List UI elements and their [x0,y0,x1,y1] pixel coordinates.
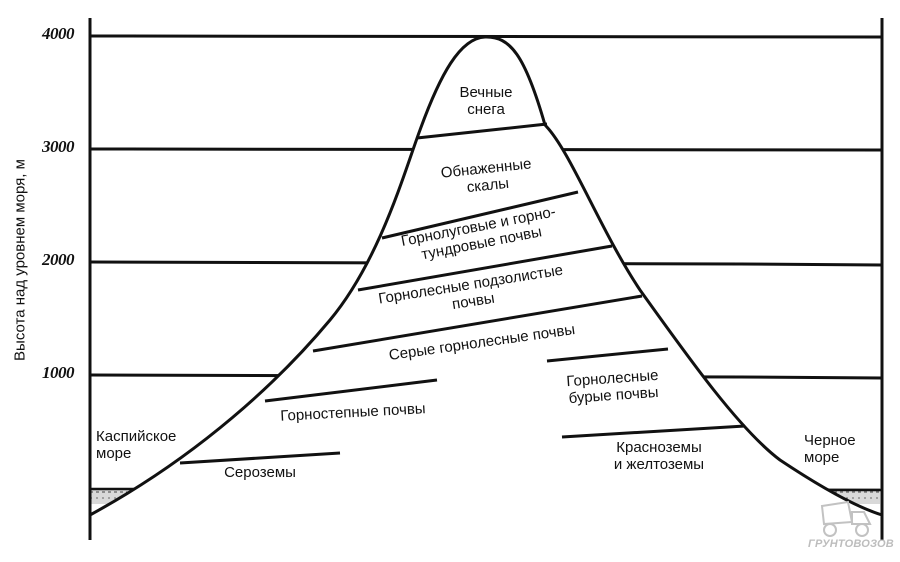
tick-label-4000: 4000 [42,24,75,43]
boundary-snow-rocks [416,122,548,140]
boundary-meadow-podzol [357,244,613,292]
caspian-sea-label: Каспийское море [96,428,176,462]
zone-krasnozems-zheltozems-line1: Красноземы [616,439,702,456]
tick-label-1000: 1000 [42,363,75,382]
zone-serozems: Сероземы [210,464,310,481]
watermark-text: ГРУНТОВОЗОВ [808,538,894,550]
zone-boundaries [179,122,746,465]
gridline-4000 [89,34,883,39]
zone-krasnozems-zheltozems-line2: и желтоземы [613,456,705,473]
black-sea-label-line2: море [804,449,840,466]
boundary-grey-steppe [264,378,438,403]
zone-eternal-snow-line2: снега [467,101,505,118]
tick-label-2000: 2000 [42,250,75,269]
boundary-steppe-serozem [179,451,341,465]
zone-krasnozems-zheltozems: Красноземы и желтоземы [596,439,722,473]
tick-label-3000: 3000 [42,137,75,156]
watermark: ГРУНТОВОЗОВ [800,498,900,558]
black-sea-label: Черное море [804,432,856,466]
boundary-podzol-grey [312,294,643,353]
y-axis-title-text: Высота над уровнем моря, м [11,159,29,361]
caspian-sea-label-line1: Каспийское [96,428,177,445]
vertical-axes [88,18,884,540]
mountain-outline [89,35,883,517]
boundary-grey-brown [546,347,669,363]
caspian-sea-label-line2: море [96,445,132,462]
boundary-rocks-meadow [381,190,579,240]
boundary-brown-krasnozem [561,424,746,439]
black-sea-label-line1: Черное [804,432,856,449]
zone-eternal-snow: Вечные снега [438,84,534,118]
dump-truck-icon [820,500,872,537]
zone-eternal-snow-line1: Вечные [459,84,513,101]
zone-serozems-line1: Сероземы [224,464,296,481]
